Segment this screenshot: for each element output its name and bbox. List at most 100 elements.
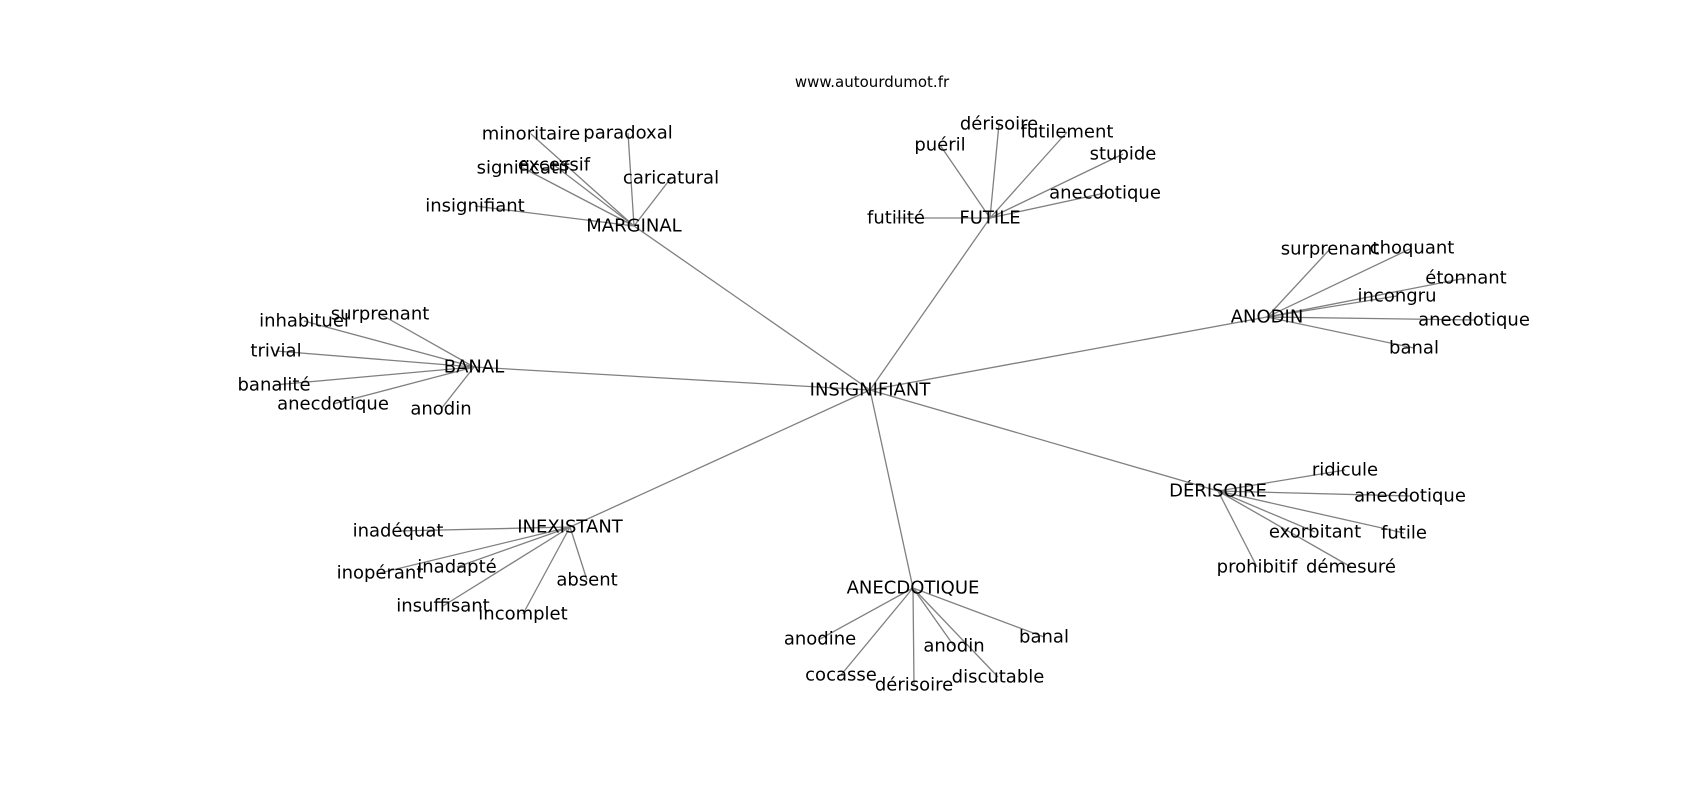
- edge-hub-leaf: [456, 526, 571, 568]
- leaf-word: dérisoire: [875, 675, 953, 696]
- edge-hub-leaf: [627, 132, 635, 227]
- leaf-word: inadéquat: [353, 521, 444, 542]
- leaf-word: exorbitant: [1269, 522, 1361, 543]
- leaf-word: insuffisant: [396, 596, 489, 617]
- leaf-word: incongru: [1358, 286, 1437, 307]
- edge-hub-leaf: [379, 313, 475, 368]
- hub-word: ANECDOTIQUE: [847, 578, 980, 599]
- hub-word: FUTILE: [959, 208, 1020, 229]
- edge-hub-leaf: [912, 587, 999, 678]
- edge-hub-leaf: [442, 526, 571, 607]
- hub-word: INEXISTANT: [517, 517, 624, 538]
- edge-hub-leaf: [1266, 316, 1415, 349]
- leaf-word: significatif: [477, 158, 571, 179]
- leaf-word: anodine: [784, 629, 856, 650]
- leaf-word: étonnant: [1425, 268, 1506, 289]
- hub-word: MARGINAL: [586, 216, 681, 237]
- edge-hub-leaf: [1217, 490, 1411, 497]
- leaf-word: anecdotique: [1354, 486, 1466, 507]
- leaf-word: paradoxal: [583, 123, 672, 144]
- edge-hub-leaf: [1266, 277, 1467, 318]
- leaf-word: absent: [556, 570, 617, 591]
- edge-hub-leaf: [275, 350, 475, 368]
- leaf-word: anodin: [410, 399, 471, 420]
- leaf-word: inhabituel: [259, 311, 349, 332]
- leaf-word: discutable: [952, 667, 1045, 688]
- edge-center-hub: [869, 316, 1268, 391]
- edge-hub-leaf: [912, 587, 1045, 638]
- edge-hub-leaf: [332, 366, 475, 405]
- edge-hub-leaf: [912, 587, 915, 686]
- edge-center-hub: [869, 217, 991, 391]
- edge-hub-leaf: [303, 320, 475, 368]
- leaf-word: trivial: [250, 341, 301, 362]
- leaf-word: insignifiant: [425, 196, 524, 217]
- leaf-word: cocasse: [805, 665, 877, 686]
- edge-hub-leaf: [474, 205, 635, 227]
- edge-hub-leaf: [522, 167, 635, 227]
- edge-hub-leaf: [1217, 490, 1316, 533]
- edge-center-hub: [869, 389, 1219, 492]
- edge-hub-leaf: [989, 123, 1000, 219]
- edge-hub-leaf: [819, 587, 914, 640]
- graph-edges: [273, 123, 1475, 686]
- edge-center-hub: [569, 389, 871, 528]
- leaf-word: banal: [1019, 627, 1069, 648]
- leaf-word: stupide: [1090, 144, 1157, 165]
- edge-hub-leaf: [440, 366, 475, 410]
- edge-hub-leaf: [1217, 490, 1405, 534]
- leaf-word: banal: [1389, 338, 1439, 359]
- leaf-word: surprenant: [1281, 239, 1380, 260]
- leaf-word: minoritaire: [482, 124, 581, 145]
- site-watermark: www.autourdumot.fr: [795, 73, 950, 91]
- edge-hub-leaf: [912, 587, 955, 647]
- leaf-word: banalité: [237, 375, 310, 396]
- edge-hub-leaf: [1266, 316, 1475, 321]
- leaf-word: incomplet: [478, 604, 567, 625]
- edge-hub-leaf: [397, 526, 571, 532]
- leaf-word: inopérant: [337, 563, 424, 584]
- leaf-word: excessif: [518, 155, 591, 176]
- edge-hub-leaf: [989, 131, 1068, 219]
- edge-hub-leaf: [1217, 469, 1346, 492]
- edge-center-hub: [869, 389, 914, 589]
- leaf-word: démesuré: [1306, 557, 1396, 578]
- leaf-word: anecdotique: [1418, 310, 1530, 331]
- leaf-word: puéril: [914, 135, 965, 156]
- edge-hub-leaf: [1217, 490, 1352, 568]
- leaf-word: futilité: [867, 208, 925, 229]
- edge-hub-leaf: [530, 133, 635, 227]
- leaf-word: futilement: [1021, 122, 1114, 143]
- edge-hub-leaf: [1217, 490, 1258, 568]
- hub-word: DÉRISOIRE: [1169, 480, 1267, 502]
- leaf-word: dérisoire: [960, 114, 1038, 135]
- leaf-word: caricatural: [623, 168, 719, 189]
- hub-word: BANAL: [444, 357, 504, 378]
- leaf-word: futile: [1381, 523, 1427, 544]
- edge-hub-leaf: [273, 366, 475, 386]
- edge-hub-leaf: [553, 164, 635, 227]
- leaf-word: anecdotique: [1049, 183, 1161, 204]
- edge-hub-leaf: [633, 177, 672, 227]
- edge-hub-leaf: [569, 526, 588, 581]
- edge-hub-leaf: [840, 587, 914, 676]
- hub-word: ANODIN: [1231, 307, 1304, 328]
- leaf-word: surprenant: [331, 304, 430, 325]
- leaf-word: choquant: [1370, 238, 1455, 259]
- edge-hub-leaf: [522, 526, 571, 615]
- edge-hub-leaf: [989, 153, 1124, 219]
- leaf-word: inadapté: [417, 557, 496, 578]
- edge-center-hub: [473, 366, 871, 391]
- leaf-word: anodin: [923, 636, 984, 657]
- edge-hub-leaf: [379, 526, 571, 574]
- center-word: INSIGNIFIANT: [810, 380, 932, 401]
- edge-center-hub: [633, 225, 871, 391]
- leaf-word: ridicule: [1312, 460, 1378, 481]
- leaf-word: anecdotique: [277, 394, 389, 415]
- leaf-word: prohibitif: [1217, 557, 1298, 578]
- edge-hub-leaf: [1266, 295, 1398, 318]
- edge-hub-leaf: [1266, 248, 1331, 318]
- edge-hub-leaf: [989, 192, 1106, 219]
